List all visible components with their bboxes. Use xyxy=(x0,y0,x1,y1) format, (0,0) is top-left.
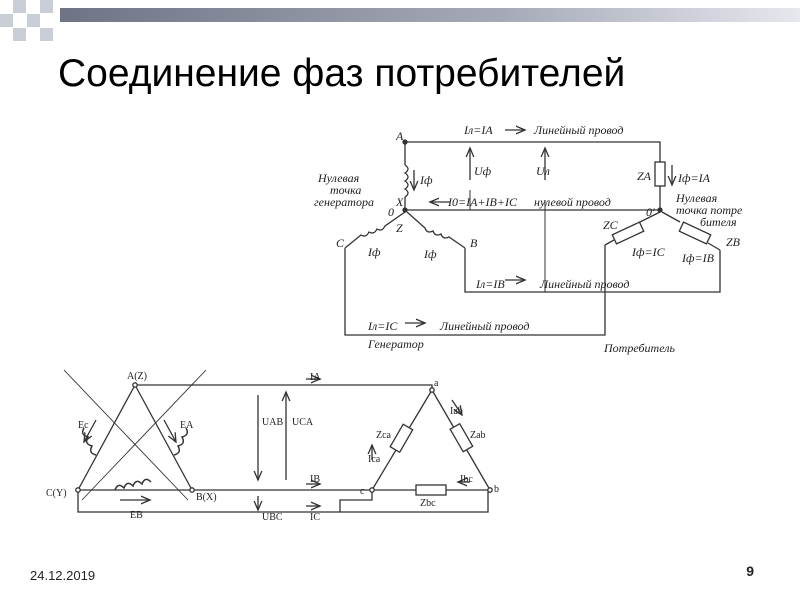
label-gen-phase-c: Iф xyxy=(367,245,381,259)
load-resistor-zca xyxy=(389,423,414,454)
label-node-x: X xyxy=(395,195,404,209)
header-bar xyxy=(60,8,800,22)
delta-gen-side-a xyxy=(134,384,193,491)
label-i-a: IA xyxy=(310,372,321,383)
label-neutral-wire: нулевой провод xyxy=(534,195,611,209)
label-u-ab: UAB xyxy=(262,417,283,428)
label-line-current-c: Iл=IC xyxy=(367,319,398,333)
delta-line-a xyxy=(135,384,433,392)
slide-date: 24.12.2019 xyxy=(30,568,96,583)
label-neutral-load-3: бителя xyxy=(700,215,737,229)
label-emf-a: EA xyxy=(180,420,194,431)
line-wire-c xyxy=(344,245,606,336)
label-gen-phase-current: Iф xyxy=(419,173,433,187)
label-node-o-prime: 0' xyxy=(646,205,655,219)
delta-diagram xyxy=(63,369,493,513)
label-neutral-current: I0=IA+IB+IC xyxy=(447,195,518,209)
label-node-b: B xyxy=(470,236,478,250)
label-node-z: Z xyxy=(396,221,403,235)
label-i-b: IB xyxy=(310,474,320,485)
label-line-wire-b: Линейный провод xyxy=(539,277,629,291)
label-line-wire-c: Линейный провод xyxy=(439,319,529,333)
label-emf-b: EB xyxy=(130,510,143,521)
slide-title: Соединение фаз потребителей xyxy=(58,52,626,95)
label-u-phase: Uф xyxy=(474,164,492,178)
label-neutral-load-1: Нулевая xyxy=(675,191,718,205)
label-gen-phase-b: Iф xyxy=(423,247,437,261)
delta-line-to-b xyxy=(340,490,489,513)
label-node-a: A xyxy=(395,129,404,143)
label-node-cy: C(Y) xyxy=(46,488,67,499)
load-resistor-za xyxy=(654,161,666,187)
label-neutral-gen-1: Нулевая xyxy=(317,171,360,185)
label-load-current-a: Iф=IA xyxy=(677,171,711,185)
load-resistor-zc xyxy=(611,221,645,245)
load-resistor-zab xyxy=(449,422,474,453)
label-z-b: ZB xyxy=(726,235,741,249)
label-line-current-a: Iл=IA xyxy=(463,123,493,137)
label-i-ca: Ica xyxy=(368,454,381,465)
delta-diagram-labels: A(Z) C(Y) B(X) Ec EA EB UAB UCA UBC IA I… xyxy=(46,371,499,523)
label-node-a-small: a xyxy=(434,378,439,389)
label-node-c: C xyxy=(336,236,345,250)
label-u-line: Uл xyxy=(536,164,550,178)
star-diagram xyxy=(344,130,721,336)
gen-coil-b xyxy=(406,211,466,249)
decorative-squares xyxy=(0,0,60,50)
delta-gen-side-c xyxy=(77,384,136,491)
label-generator: Генератор xyxy=(367,337,424,351)
page-number: 9 xyxy=(746,563,754,579)
label-emf-c: Ec xyxy=(78,420,89,431)
label-node-c-small: c xyxy=(360,486,365,497)
label-node-az: A(Z) xyxy=(127,371,147,382)
label-node-bx: B(X) xyxy=(196,492,217,503)
load-resistor-zb xyxy=(678,221,712,245)
label-z-c: ZC xyxy=(603,218,619,232)
label-z-a: ZA xyxy=(637,169,652,183)
label-z-ca: Zca xyxy=(376,430,392,441)
label-neutral-gen-3: генератора xyxy=(314,195,374,209)
label-node-o: 0 xyxy=(388,205,394,219)
gen-coil-a xyxy=(403,164,409,198)
label-z-bc: Zbc xyxy=(420,498,436,509)
load-resistor-zbc xyxy=(415,484,447,496)
star-diagram-labels: A X 0 0' C B Z Iл=IA Линейный провод Iф … xyxy=(314,123,743,355)
label-neutral-load-2: точка потре xyxy=(676,203,743,217)
line-wire-b xyxy=(464,248,721,293)
line-wire-a xyxy=(405,141,661,162)
label-u-ca: UCA xyxy=(292,417,314,428)
label-line-current-b: Iл=IB xyxy=(475,277,505,291)
label-u-bc: UBC xyxy=(262,512,283,523)
label-load-current-b: Iф=IB xyxy=(681,251,715,265)
gen-coil-c xyxy=(344,211,406,249)
label-consumer: Потребитель xyxy=(603,341,675,355)
label-z-ab: Zab xyxy=(470,430,486,441)
label-load-current-c: Iф=IC xyxy=(631,245,666,259)
label-line-wire-a: Линейный провод xyxy=(533,123,623,137)
label-i-bc: Ibc xyxy=(460,474,473,485)
label-i-ab: Iab xyxy=(450,406,463,417)
label-neutral-gen-2: точка xyxy=(330,183,361,197)
label-node-b-small: b xyxy=(494,484,499,495)
label-i-c: IC xyxy=(310,512,320,523)
